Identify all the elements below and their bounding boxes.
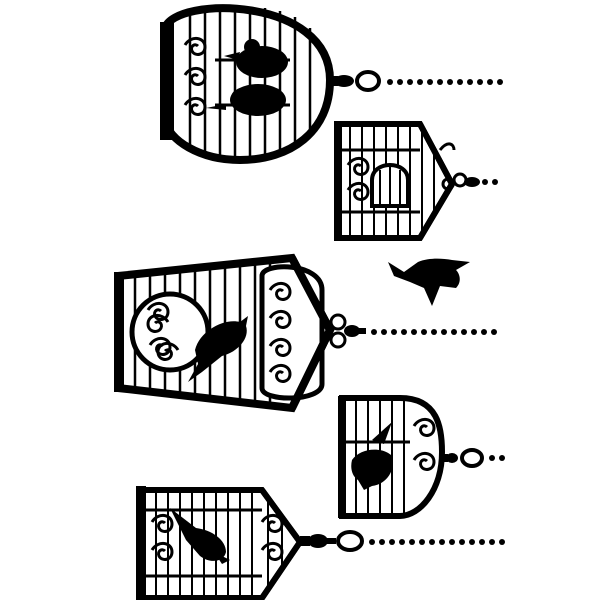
hanging-chain-3 (371, 329, 497, 335)
hanging-chain-1 (387, 79, 503, 85)
dome-birdcage-top (160, 4, 381, 165)
flying-bird (388, 258, 470, 306)
perched-bird-halfdome (351, 422, 394, 490)
halfdome-birdcage (338, 395, 484, 519)
perched-birds (206, 39, 288, 116)
hanging-chain-4 (489, 455, 505, 461)
pavilion-birdcage-small (334, 121, 480, 241)
pavilion-birdcage-large (114, 253, 366, 413)
pavilion-birdcage-bottom (136, 486, 364, 600)
perched-bird-bottom-cage (170, 508, 230, 564)
perched-bird-large-cage (188, 316, 248, 382)
hanging-chain-5 (369, 539, 505, 545)
hanging-chain-2 (482, 179, 498, 185)
